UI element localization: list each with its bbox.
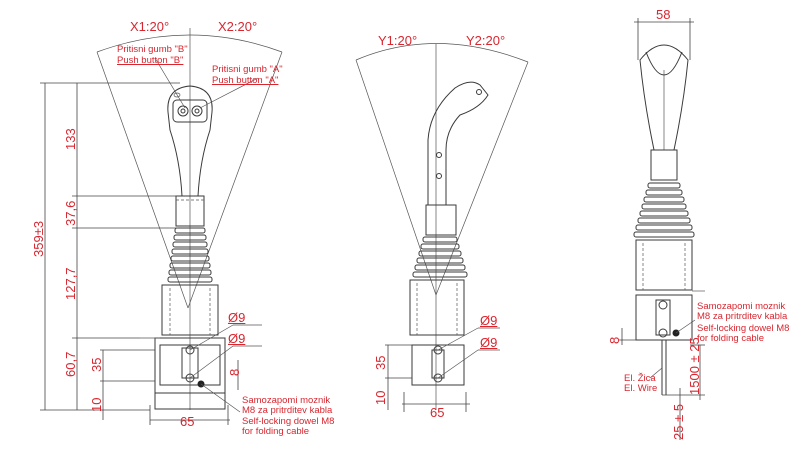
- push-button-a-en-label: Push button "A": [212, 75, 279, 86]
- dim-133: 133: [63, 128, 78, 150]
- dim-37-6: 37,6: [63, 200, 78, 226]
- dim-hole-2-side: Ø9: [480, 335, 498, 350]
- angle-y2-label: Y2:20°: [466, 33, 506, 48]
- dim-58-top-width: 58: [656, 7, 671, 22]
- dowel-note-front-sl1: Samozapomi moznik: [242, 395, 331, 406]
- dim-cable-length: 1500 ± 25: [687, 337, 702, 395]
- side-view: [355, 43, 529, 412]
- dim-127-7: 127,7: [63, 267, 78, 300]
- dowel-note-front-en1: Self-locking dowel M8: [242, 416, 335, 427]
- wire-note-en: El. Wire: [624, 383, 658, 394]
- angle-y1-label: Y1:20°: [378, 33, 418, 48]
- dim-strip-length: 25 ± 5: [671, 403, 686, 440]
- dowel-note-back-en2: for folding cable: [697, 333, 765, 344]
- dim-hole-1-side: Ø9: [480, 313, 498, 328]
- dowel-note-back-en1: Self-locking dowel M8: [697, 323, 790, 334]
- push-button-b-sl-label: Pritisni gumb "B": [117, 44, 188, 55]
- dowel-note-back-sl1: Samozapomi moznik: [697, 301, 786, 312]
- dim-hole-1-front: Ø9: [228, 310, 246, 325]
- dowel-note-back-sl2: M8 za pritrditev kabla: [697, 311, 788, 322]
- angle-x2-label: X2:20°: [218, 19, 258, 34]
- dim-65-side: 65: [430, 405, 445, 420]
- front-dimensions: [40, 57, 262, 425]
- push-button-a-sl-label: Pritisni gumb "A": [212, 64, 283, 75]
- dim-hole-2-front: Ø9: [228, 331, 246, 346]
- front-view: [96, 28, 283, 410]
- dim-10-front: 10: [89, 397, 104, 412]
- push-button-b-en-label: Push button "B": [117, 55, 184, 66]
- dim-8-front: 8: [227, 368, 242, 376]
- angle-x1-label: X1:20°: [130, 19, 170, 34]
- back-view: [618, 18, 705, 440]
- dim-8-back: 8: [607, 336, 622, 344]
- dim-10-side: 10: [373, 390, 388, 405]
- dim-65-front: 65: [180, 414, 195, 429]
- dim-60-7: 60,7: [63, 351, 78, 377]
- dim-35-side: 35: [373, 355, 388, 370]
- dowel-note-front-en2: for folding cable: [242, 426, 310, 437]
- wire-note-sl: El. Žica: [624, 373, 656, 384]
- dim-total-height: 359±3: [31, 220, 46, 257]
- dim-35-front: 35: [89, 357, 104, 372]
- dowel-note-front-sl2: M8 za pritrditev kabla: [242, 405, 333, 416]
